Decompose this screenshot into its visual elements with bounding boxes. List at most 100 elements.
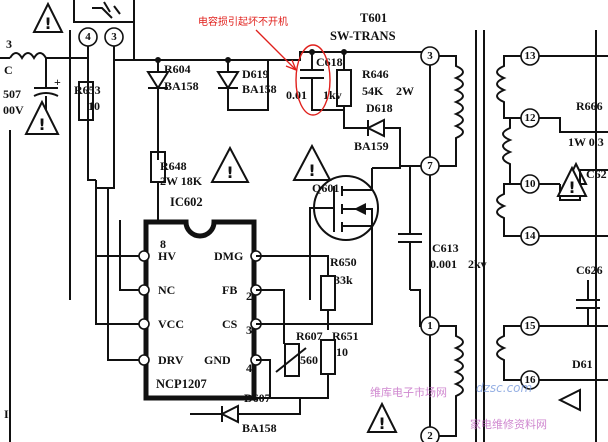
resistor-r651: R651 10 (256, 329, 359, 399)
r653-ref: R653 (74, 83, 101, 97)
r607-ref: R607 (296, 329, 323, 343)
ic-pin-dmg: DMG (214, 249, 243, 263)
c626-symbol (576, 280, 600, 326)
d607-symbol (190, 398, 301, 424)
diode-d607: D607 BA158 ! (190, 391, 398, 435)
r648-value: 2W 18K (160, 174, 203, 188)
svg-text:!: ! (44, 14, 51, 33)
ic-pin-num-2: 2 (246, 289, 252, 303)
svg-text:!: ! (226, 163, 233, 182)
svg-text:I: I (4, 407, 9, 421)
d619-value: BA158 (242, 82, 277, 96)
ic-body (143, 219, 257, 401)
opto-arrows (92, 1, 121, 19)
t601-secondary-coil-3 (496, 183, 521, 237)
svg-text:3: 3 (111, 31, 117, 43)
transformer-t601: T601 SW-TRANS 3 7 1 2 13 12 10 14 15 16 (330, 11, 608, 442)
top-connector-block: ! 4 3 (32, 0, 135, 189)
r607-body (284, 343, 300, 377)
d607-value: BA158 (242, 421, 277, 435)
r653-value: 10 (88, 99, 100, 113)
r651-value: 10 (336, 345, 348, 359)
t601-secondary-coil-2 (502, 117, 521, 185)
r607-value: 560 (300, 353, 318, 367)
ic-pin-num-3: 3 (246, 323, 252, 337)
c62-ref: C62 (586, 167, 607, 181)
opto-box (73, 0, 135, 23)
warning-icon-r648 (210, 145, 250, 183)
t601-type: SW-TRANS (330, 29, 396, 43)
t601-primary-coil-top (439, 55, 464, 167)
annotation-note: 电容损引起坏不开机 (198, 15, 288, 28)
ic-pin-nc: NC (158, 283, 175, 297)
capacitor-c613: C613 0.001 2kv (398, 166, 487, 290)
c613-volt: 2kv (468, 257, 487, 271)
wire-pin3 (113, 22, 135, 61)
diode-d619: D619 BA158 (216, 60, 277, 111)
c618-symbol (300, 52, 344, 111)
ic-part: NCP1207 (156, 377, 207, 391)
ic-pin-drv: DRV (158, 353, 184, 367)
r604-ref: R604 (164, 62, 191, 76)
t601-secondary-coil-4 (496, 325, 521, 381)
resistor-r648: R648 2W 18K ! (150, 145, 250, 220)
r651-ref: R651 (332, 329, 359, 343)
t601-ref: T601 (360, 11, 387, 25)
left-inductor (9, 52, 47, 60)
ic-pin-fb: FB (222, 283, 237, 297)
r653-body (78, 81, 94, 121)
svg-text:4: 4 (85, 31, 91, 43)
annotation-arrow (255, 29, 297, 71)
ic-ref: IC602 (170, 195, 203, 209)
wire-pin3-down (96, 60, 115, 189)
c613-ref: C613 (432, 241, 459, 255)
diode-d618: D618 BA159 (354, 101, 430, 167)
watermark-text-2: dzsc.com (476, 381, 532, 395)
warning-icon-q601 (292, 143, 332, 181)
r666-ref: R666 (576, 99, 603, 113)
r604-value: BA158 (164, 79, 199, 93)
resistor-r607: R607 560 (256, 289, 323, 377)
c613-symbol (398, 166, 422, 290)
left-edge-circuit: 3 C 507 00V + ! I (0, 30, 71, 442)
left-label-c: C (4, 63, 13, 77)
warning-icon-secondary (556, 165, 588, 197)
left-electrolytic-cap (33, 58, 59, 130)
d618-value: BA159 (354, 139, 389, 153)
q601-ref: Q601 (312, 181, 339, 195)
r650-ref: R650 (330, 255, 357, 269)
warning-icon-left (24, 99, 60, 135)
r648-ref: R648 (160, 159, 187, 173)
ic602: IC602 HV NC VCC DRV DMG FB CS GND NCP120… (95, 180, 262, 401)
d618-ref: D618 (366, 101, 393, 115)
d607-ref: D607 (244, 391, 271, 405)
svg-text:7: 7 (427, 160, 433, 172)
svg-text:!: ! (568, 178, 575, 197)
c618-ref: C618 (316, 55, 343, 69)
annotation-circle (295, 44, 331, 116)
d619-ref: D619 (242, 67, 269, 81)
svg-text:!: ! (378, 414, 385, 433)
svg-text:!: ! (308, 161, 315, 180)
svg-text:10: 10 (525, 178, 537, 190)
svg-text:2: 2 (427, 430, 433, 442)
svg-text:+: + (54, 75, 61, 89)
r666-value: 1W 0.3 (568, 135, 604, 149)
warning-icon-top-left (32, 1, 64, 33)
warning-icon-bottom (366, 401, 398, 433)
ic-pin-num-4: 4 (246, 361, 252, 375)
c626-ref: C626 (576, 263, 603, 277)
r650-body (320, 275, 336, 311)
watermark-text-3: 家电维修资料网 (470, 417, 547, 431)
resistor-r646: R646 54K 2W (336, 52, 414, 129)
d619-symbol (216, 60, 269, 111)
left-cap-volt: 00V (3, 103, 24, 117)
svg-text:1: 1 (427, 320, 433, 332)
ic-pin-gnd: GND (204, 353, 231, 367)
watermark: 维库电子市场网 dzsc.com 家电维修资料网 (370, 381, 547, 431)
secondary-output-wires (539, 55, 608, 381)
d61-ref: D61 (572, 357, 593, 371)
capacitor-c618: C618 0.01 1kv 电容损引起坏不开机 (198, 15, 344, 116)
r646-value: 54K (362, 84, 384, 98)
